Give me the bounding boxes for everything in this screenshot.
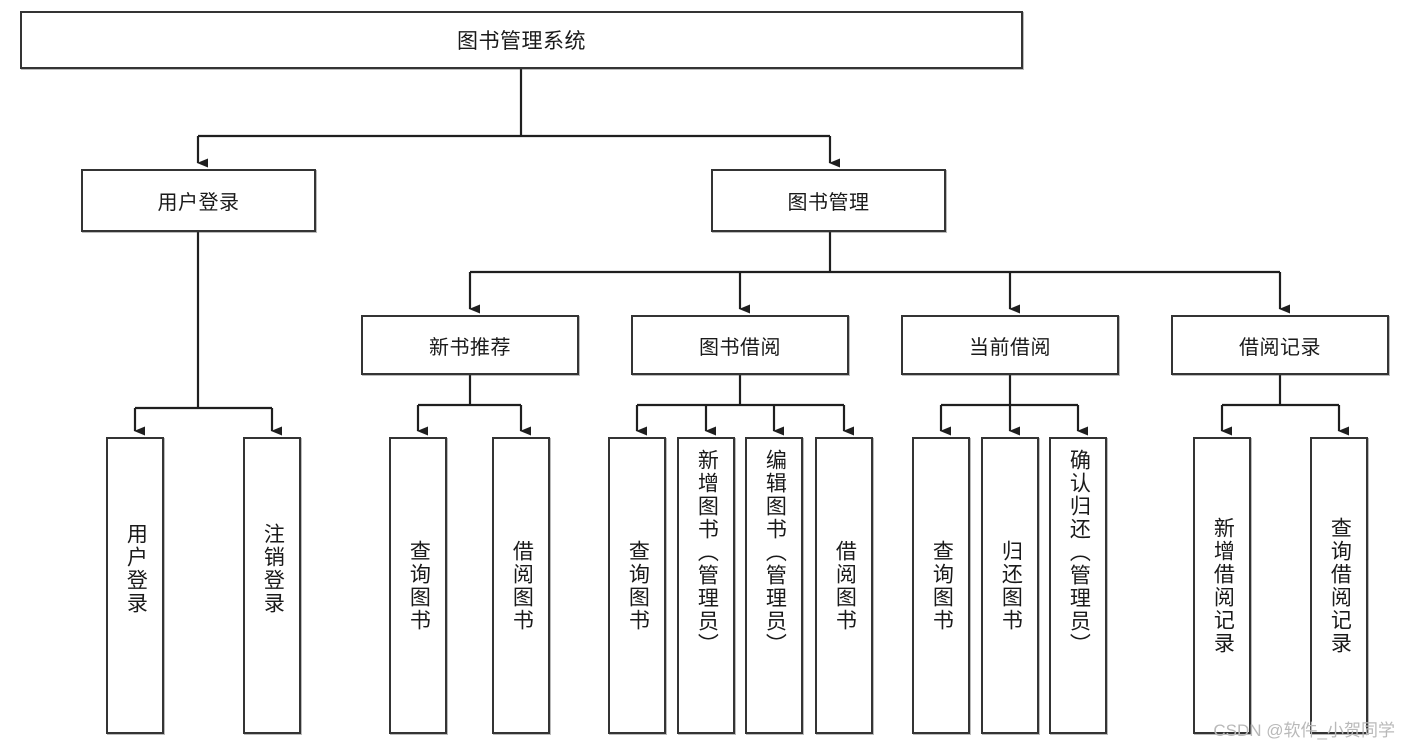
- node-leaf-query-book-3[interactable]: 查询图书: [912, 437, 970, 734]
- node-leaf-borrow-book-1-label: 借阅图书: [510, 539, 534, 632]
- node-leaf-return-book[interactable]: 归还图书: [981, 437, 1039, 734]
- watermark: CSDN @软件_小贺同学: [1213, 721, 1395, 740]
- node-leaf-borrow-book-2[interactable]: 借阅图书: [815, 437, 873, 734]
- node-leaf-edit-book-label: 编辑图书（管理员）: [763, 449, 787, 656]
- leaf-text-wrap: 查询图书: [391, 439, 445, 732]
- node-leaf-return-book-label: 归还图书: [999, 539, 1023, 632]
- node-new-book-recommend-label: 新书推荐: [429, 336, 511, 359]
- node-leaf-confirm-return[interactable]: 确认归还（管理员）: [1049, 437, 1107, 734]
- leaf-text-wrap: 编辑图书（管理员）: [747, 439, 801, 732]
- leaf-text-wrap: 新增借阅记录: [1195, 439, 1249, 732]
- leaf-text-wrap: 查询图书: [610, 439, 664, 732]
- node-leaf-borrow-book-1[interactable]: 借阅图书: [492, 437, 550, 734]
- node-leaf-query-book-2[interactable]: 查询图书: [608, 437, 666, 734]
- node-user-login[interactable]: 用户登录: [81, 169, 316, 232]
- node-leaf-add-book-label: 新增图书（管理员）: [695, 449, 719, 656]
- node-borrow-record-label: 借阅记录: [1239, 336, 1321, 359]
- node-leaf-query-book-1-label: 查询图书: [407, 539, 431, 632]
- node-leaf-confirm-return-label: 确认归还（管理员）: [1067, 449, 1091, 656]
- node-current-borrow[interactable]: 当前借阅: [901, 315, 1119, 375]
- leaf-text-wrap: 查询图书: [914, 439, 968, 732]
- leaf-text-wrap: 注销登录: [245, 439, 299, 732]
- node-borrow-record[interactable]: 借阅记录: [1171, 315, 1389, 375]
- node-new-book-recommend[interactable]: 新书推荐: [361, 315, 579, 375]
- node-leaf-logout-label: 注销登录: [261, 523, 285, 615]
- leaf-text-wrap: 归还图书: [983, 439, 1037, 732]
- node-leaf-user-login-label: 用户登录: [124, 523, 148, 615]
- node-book-borrow[interactable]: 图书借阅: [631, 315, 849, 375]
- node-leaf-query-book-2-label: 查询图书: [626, 539, 650, 632]
- node-current-borrow-label: 当前借阅: [969, 336, 1051, 359]
- node-leaf-query-book-3-label: 查询图书: [930, 539, 954, 632]
- node-leaf-query-book-1[interactable]: 查询图书: [389, 437, 447, 734]
- leaf-text-wrap: 借阅图书: [494, 439, 548, 732]
- leaf-text-wrap: 确认归还（管理员）: [1051, 439, 1105, 732]
- node-leaf-query-record[interactable]: 查询借阅记录: [1310, 437, 1368, 734]
- node-root-label: 图书管理系统: [457, 30, 586, 53]
- node-book-manage[interactable]: 图书管理: [711, 169, 946, 232]
- node-leaf-logout[interactable]: 注销登录: [243, 437, 301, 734]
- node-book-manage-label: 图书管理: [787, 192, 870, 214]
- node-book-borrow-label: 图书借阅: [699, 336, 781, 359]
- node-leaf-add-record[interactable]: 新增借阅记录: [1193, 437, 1251, 734]
- node-leaf-add-book[interactable]: 新增图书（管理员）: [677, 437, 735, 734]
- node-leaf-edit-book[interactable]: 编辑图书（管理员）: [745, 437, 803, 734]
- leaf-text-wrap: 查询借阅记录: [1312, 439, 1366, 732]
- leaf-text-wrap: 用户登录: [108, 439, 162, 732]
- node-leaf-borrow-book-2-label: 借阅图书: [833, 539, 857, 632]
- node-leaf-query-record-label: 查询借阅记录: [1328, 516, 1352, 655]
- node-user-login-label: 用户登录: [157, 192, 240, 214]
- node-leaf-user-login[interactable]: 用户登录: [106, 437, 164, 734]
- leaf-text-wrap: 新增图书（管理员）: [679, 439, 733, 732]
- node-leaf-add-record-label: 新增借阅记录: [1211, 516, 1235, 655]
- leaf-text-wrap: 借阅图书: [817, 439, 871, 732]
- node-root[interactable]: 图书管理系统: [20, 11, 1023, 69]
